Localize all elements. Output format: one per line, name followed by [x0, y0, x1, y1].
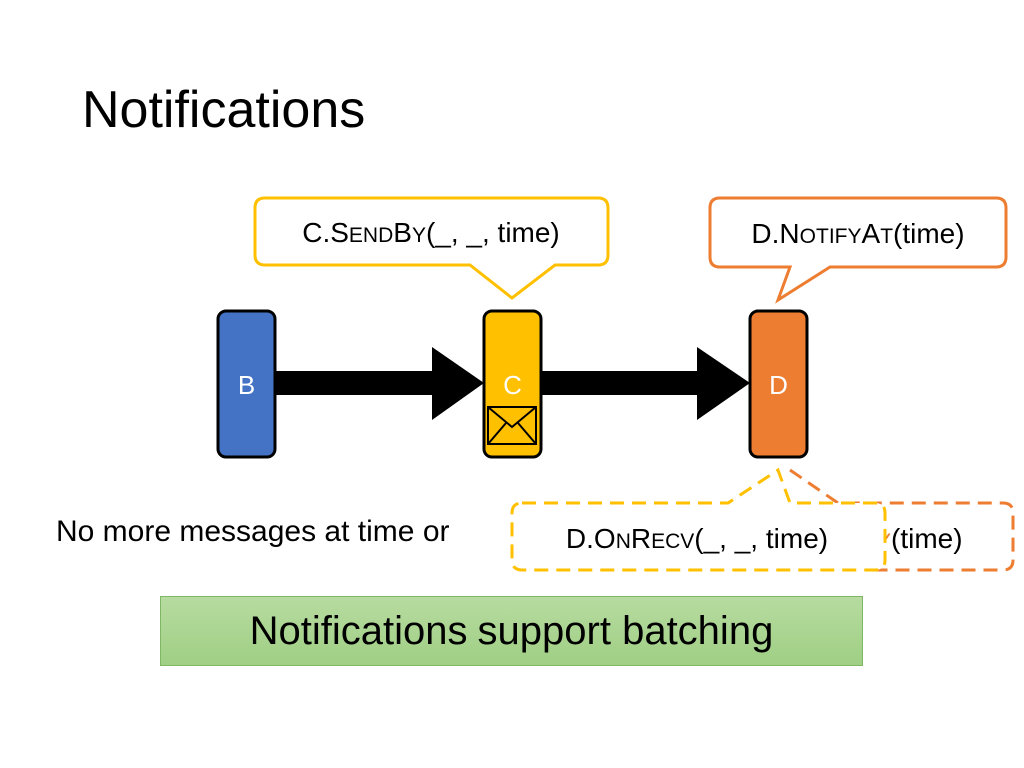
bottom-text-2: time [357, 515, 415, 548]
callout-notifyat: D.NOTIFYAT(time) [708, 196, 1008, 304]
node-b-label: B [238, 370, 255, 400]
summary-banner: Notifications support batching [160, 596, 863, 666]
envelope-icon [487, 406, 537, 445]
banner-text-2: support batching [477, 608, 774, 653]
node-c-label: C [503, 370, 522, 400]
callout-sendby: C.SENDBY(_, _, time) [253, 196, 610, 300]
node-d-label: D [769, 370, 788, 400]
arrow-c-to-d [541, 347, 750, 420]
bottom-statement: No more messages at time or [56, 515, 450, 549]
callout-onrecv: D.ONRECV(_, _, time) [510, 467, 887, 572]
page-title: Notifications [82, 81, 366, 139]
bottom-text-3: or [414, 515, 450, 548]
node-d[interactable]: D [748, 309, 809, 459]
callout-hidden-text: Y(time) [877, 523, 963, 554]
node-b[interactable]: B [216, 309, 277, 459]
arrow-b-to-c [275, 347, 484, 420]
callout-notifyat-text: D.NOTIFYAT(time) [751, 218, 964, 249]
node-c[interactable]: C [482, 309, 543, 459]
callout-sendby-text: C.SENDBY(_, _, time) [302, 217, 560, 248]
callout-onrecv-text: D.ONRECV(_, _, time) [566, 523, 828, 554]
bottom-text-1: No more messages at [56, 515, 358, 548]
banner-text-1: Notifications [249, 608, 468, 653]
